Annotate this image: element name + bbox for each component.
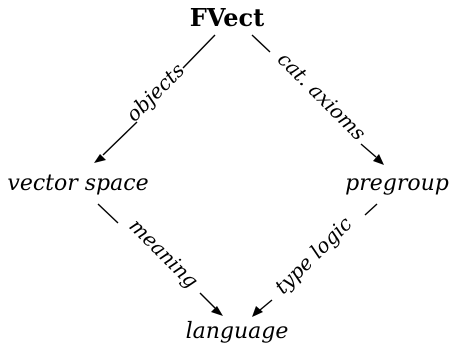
arrowhead-icon <box>211 306 223 316</box>
arrowhead-icon <box>373 154 384 165</box>
arrowhead-icon <box>94 154 106 163</box>
edge-pregroup-to-language: type logic <box>252 203 378 317</box>
arrowhead-icon <box>252 306 263 317</box>
edge-label-type-logic: type logic <box>270 212 357 299</box>
edge-label-meaning: meaning <box>124 214 203 293</box>
edge-fvect-to-pregroup: cat. axioms <box>251 34 384 165</box>
node-vector-space: vector space <box>7 171 148 196</box>
node-pregroup: pregroup <box>345 171 449 196</box>
edge-label-cat-axioms: cat. axioms <box>273 47 371 145</box>
node-language: language <box>186 319 289 344</box>
edge-fvect-to-vector-space: objects <box>94 34 216 163</box>
edge-label-objects: objects <box>121 58 189 126</box>
edge-vector-space-to-language: meaning <box>97 203 223 316</box>
node-fvect: FVect <box>190 3 264 32</box>
